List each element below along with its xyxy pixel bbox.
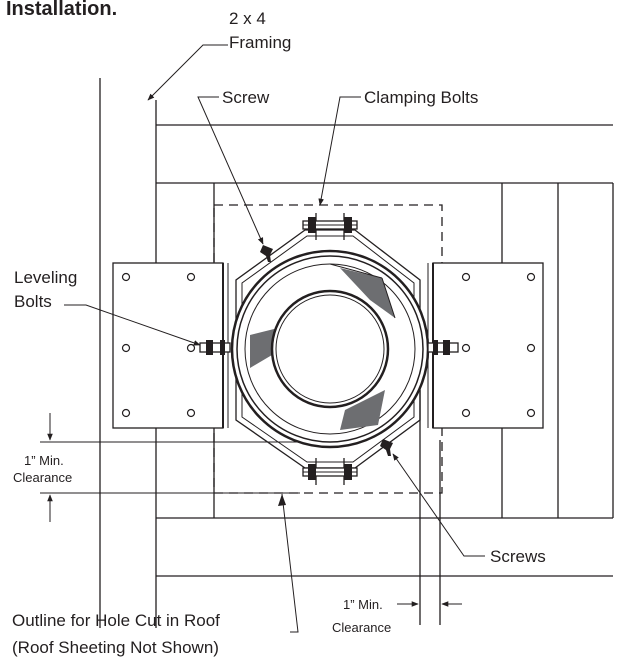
clearance-left-line2: Clearance	[13, 470, 72, 485]
left-clearance-dimension	[40, 413, 300, 522]
outline-label-line2: (Roof Sheeting Not Shown)	[12, 638, 219, 657]
clamping-bolts-leader	[318, 96, 361, 206]
clamping-bolts-label: Clamping Bolts	[364, 88, 478, 107]
screw-leader	[197, 96, 264, 245]
leveling-bolts-leader	[64, 304, 201, 346]
chimney-pipe	[230, 249, 430, 449]
clamping-bolt-bottom	[302, 464, 358, 480]
framing-leader	[147, 44, 228, 101]
leveling-bolt-left	[199, 340, 231, 355]
clearance-bottom-line1: 1” Min.	[343, 597, 383, 612]
screw-top	[260, 245, 273, 262]
screws-leader	[392, 453, 485, 557]
clearance-left-line1: 1” Min.	[24, 453, 64, 468]
framing-lumber	[99, 78, 614, 628]
leveling-bolt-right	[427, 340, 459, 355]
framing-label-line2: Framing	[229, 33, 291, 52]
diagram-title: Installation.	[6, 0, 117, 20]
clamping-bolt-top	[302, 217, 358, 233]
leveling-label-line1: Leveling	[14, 268, 77, 287]
framing-label-line1: 2 x 4	[229, 9, 266, 28]
outline-leader	[281, 493, 299, 633]
outline-label-line1: Outline for Hole Cut in Roof	[12, 611, 220, 630]
clearance-bottom-line2: Clearance	[332, 620, 391, 635]
screws-label: Screws	[490, 547, 546, 566]
leveling-label-line2: Bolts	[14, 292, 52, 311]
screw-label: Screw	[222, 88, 270, 107]
screw-bottom	[380, 439, 393, 456]
